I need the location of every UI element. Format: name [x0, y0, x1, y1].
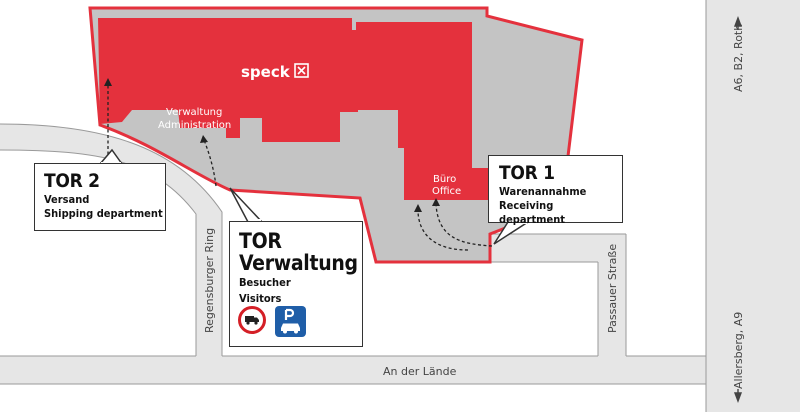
office-label-de: Büro: [433, 174, 456, 185]
route-tor1-office: [417, 209, 469, 251]
direction-a6-b2-roth: A6, B2, Roth: [732, 24, 745, 92]
arrow-tor1-office: [414, 204, 422, 212]
arrow-up-icon: [733, 16, 743, 30]
speck-logo-icon: [294, 63, 309, 78]
tor1-line2: Receiving department: [499, 199, 565, 226]
direction-allersberg-a9: Allersberg, A9: [732, 312, 745, 389]
road-regensburger-ring: [0, 124, 222, 356]
arrow-tor1: [432, 198, 440, 206]
route-tor1: [435, 203, 493, 247]
torv-title2: Verwaltung: [239, 251, 358, 275]
pointer-tor1: [493, 221, 529, 245]
callout-tor-verwaltung: TOR Verwaltung Besucher Visitors: [229, 221, 363, 347]
callout-tor1: TOR 1 Warenannahme Receiving department: [488, 155, 623, 226]
callout-pointers: [99, 148, 529, 245]
road-right-main: [706, 0, 800, 412]
arrow-visitors: [200, 135, 208, 143]
pointer-torv: [229, 187, 263, 223]
tor2-title: TOR 2: [44, 170, 100, 192]
route-arrows: [104, 78, 440, 212]
street-regensburger-ring: Regensburger Ring: [203, 228, 216, 333]
buildings: [98, 18, 488, 200]
routes: [107, 84, 493, 251]
torv-line1: Besucher: [239, 276, 291, 289]
east-building: [356, 22, 488, 200]
street-passauer-strasse: Passauer Straße: [606, 244, 619, 333]
arrow-tor2: [104, 78, 112, 86]
parking-icon: [275, 306, 306, 337]
tor2-line2: Shipping department: [44, 207, 163, 220]
main-building: [98, 18, 358, 142]
tor1-title: TOR 1: [499, 162, 555, 184]
admin-label-de: Verwaltung: [166, 107, 222, 118]
arrow-down-icon: [733, 389, 743, 403]
admin-label-en: Administration: [158, 120, 231, 131]
logo-text: speck: [241, 63, 291, 81]
callout-tor2: TOR 2 Versand Shipping department: [34, 163, 166, 231]
visitor-signs: [238, 306, 306, 337]
tor2-line1: Versand: [44, 193, 90, 206]
road-connector: [488, 234, 608, 262]
street-an-der-laende: An der Lände: [383, 365, 457, 378]
road-an-der-laende: [0, 356, 800, 384]
office-label-en: Office: [432, 186, 461, 197]
pointer-tor2: [99, 148, 123, 165]
torv-line2: Visitors: [239, 292, 282, 305]
torv-title1: TOR: [239, 229, 282, 253]
no-trucks-icon: [238, 306, 266, 334]
route-visitors: [203, 139, 217, 187]
tor1-line1: Warenannahme: [499, 185, 587, 198]
